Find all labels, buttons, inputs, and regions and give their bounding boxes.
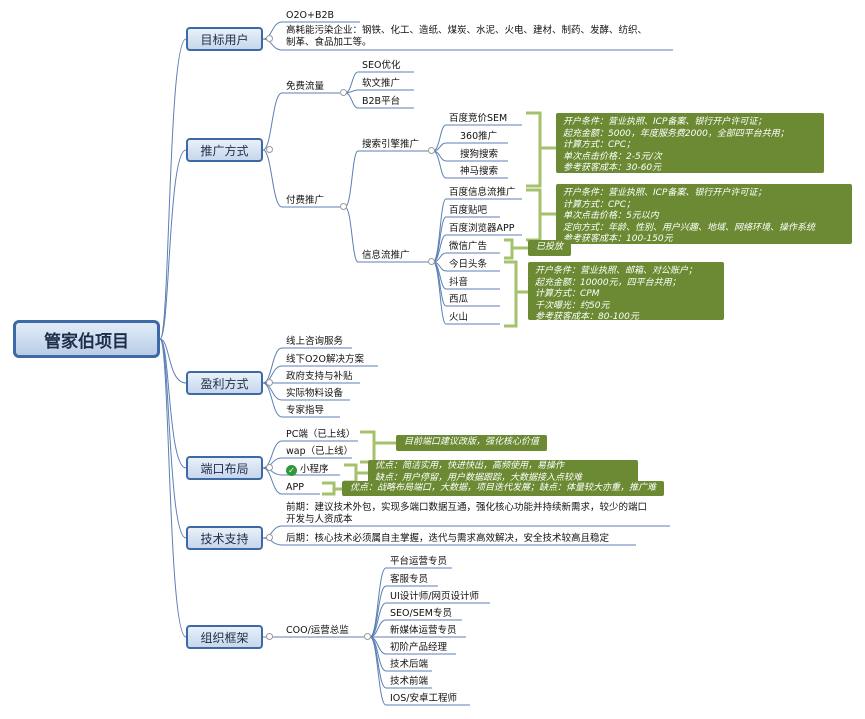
node-gov-subsidy[interactable]: 政府支持与补贴	[286, 371, 353, 382]
node-o2o-solution[interactable]: 线下O2O解决方案	[286, 354, 364, 365]
node-paid-promo[interactable]: 付费推广	[286, 195, 325, 206]
node-customer-service[interactable]: 客服专员	[390, 574, 429, 585]
collapse-toggle[interactable]	[266, 633, 273, 640]
collapse-toggle[interactable]	[266, 35, 273, 42]
node-mobile-engineer[interactable]: IOS/安卓工程师	[390, 693, 458, 704]
node-expert[interactable]: 专家指导	[286, 405, 325, 416]
node-o2o-b2b[interactable]: O2O+B2B	[286, 10, 335, 21]
node-target-desc-line2[interactable]: 制革、食品加工等。	[286, 37, 372, 48]
node-feed-promo[interactable]: 信息流推广	[362, 250, 410, 261]
collapse-toggle[interactable]	[428, 147, 435, 154]
category-tech-support[interactable]: 技术支持	[186, 526, 263, 550]
node-free-traffic[interactable]: 免费流量	[286, 81, 325, 92]
collapse-toggle[interactable]	[266, 534, 273, 541]
node-frontend[interactable]: 技术前端	[390, 676, 429, 687]
node-seo-sem[interactable]: SEO/SEM专员	[390, 608, 452, 619]
node-backend[interactable]: 技术后端	[390, 659, 429, 670]
collapse-toggle[interactable]	[266, 464, 273, 471]
node-app[interactable]: APP	[286, 482, 304, 493]
node-seo[interactable]: SEO优化	[362, 60, 401, 71]
note-mini-program: 优点：简洁实用，快进快出，高频使用，易操作缺点：用户停留，用户数据跟踪，大数据接…	[368, 460, 638, 485]
node-target-desc-line1[interactable]: 高耗能污染企业：钢铁、化工、造纸、煤炭、水泥、火电、建材、制药、发酵、纺织、	[286, 25, 648, 36]
collapse-toggle[interactable]	[266, 379, 273, 386]
node-xigua[interactable]: 西瓜	[449, 294, 469, 305]
node-ui-designer[interactable]: UI设计师/网页设计师	[390, 591, 479, 602]
node-online-consult[interactable]: 线上咨询服务	[286, 336, 344, 347]
node-huoshan[interactable]: 火山	[449, 312, 469, 323]
collapse-toggle[interactable]	[340, 203, 347, 210]
node-soft-article[interactable]: 软文推广	[362, 78, 401, 89]
note-app: 优点：战略布局端口，大数据，项目迭代发展；缺点：体量较大亦重，推广难	[342, 481, 665, 496]
node-wap[interactable]: wap（已上线）	[286, 446, 354, 457]
node-search-engine[interactable]: 搜索引擎推广	[362, 139, 420, 150]
node-mini-program[interactable]: 小程序	[300, 464, 329, 475]
node-b2b-platform[interactable]: B2B平台	[362, 96, 401, 107]
node-tech-early-line2[interactable]: 开发与人资成本	[286, 514, 353, 525]
root-node[interactable]: 管家伯项目	[13, 320, 160, 358]
node-360[interactable]: 360推广	[460, 131, 498, 142]
node-baidu-browser[interactable]: 百度浏览器APP	[449, 223, 515, 234]
node-platform-ops[interactable]: 平台运营专员	[390, 556, 448, 567]
node-baidu-sem[interactable]: 百度竞价SEM	[449, 113, 508, 124]
note-toutiao: 开户条件：营业执照、邮箱、对公账户；起充金额：10000元，四平台共用；计算方式…	[528, 262, 724, 322]
category-target-users[interactable]: 目标用户	[186, 27, 263, 51]
collapse-toggle[interactable]	[428, 258, 435, 265]
note-sem: 开户条件：营业执照、ICP备案、银行开户许可证；起充金额：5000，年度服务费2…	[556, 113, 824, 173]
node-douyin[interactable]: 抖音	[449, 277, 469, 288]
node-tech-late[interactable]: 后期：核心技术必须属自主掌握，迭代与需求高效解决，安全技术较高且稳定	[286, 533, 610, 544]
collapse-toggle[interactable]	[266, 146, 273, 153]
node-junior-pm[interactable]: 初阶产品经理	[390, 642, 448, 653]
note-pc: 目前端口建议改版，强化核心价值	[396, 435, 548, 451]
note-feed: 开户条件：营业执照、ICP备案、银行开户许可证；计算方式：CPC；单次点击价格：…	[556, 184, 852, 244]
category-promotion[interactable]: 推广方式	[186, 138, 263, 162]
node-baidu-feed[interactable]: 百度信息流推广	[449, 187, 516, 198]
category-port-layout[interactable]: 端口布局	[186, 456, 263, 480]
node-sogou[interactable]: 搜狗搜索	[460, 149, 499, 160]
collapse-toggle[interactable]	[340, 89, 347, 96]
node-shenma[interactable]: 神马搜索	[460, 166, 499, 177]
node-tech-early-line1[interactable]: 前期：建议技术外包，实现多端口数据互通，强化核心功能并持续新需求，较少的端口	[286, 502, 648, 513]
node-toutiao[interactable]: 今日头条	[449, 259, 488, 270]
node-pc[interactable]: PC端（已上线）	[286, 429, 356, 440]
node-coo[interactable]: COO/运营总监	[286, 625, 349, 636]
collapse-toggle[interactable]	[364, 633, 371, 640]
note-wechat: 已投放	[528, 240, 572, 256]
check-circle-icon: ✓	[286, 465, 297, 476]
node-wechat-ads[interactable]: 微信广告	[449, 241, 488, 252]
category-organization[interactable]: 组织框架	[186, 625, 263, 649]
category-profit[interactable]: 盈利方式	[186, 371, 263, 395]
node-baidu-tieba[interactable]: 百度贴吧	[449, 205, 488, 216]
node-equipment[interactable]: 实际物料设备	[286, 388, 344, 399]
node-new-media[interactable]: 新媒体运营专员	[390, 625, 457, 636]
